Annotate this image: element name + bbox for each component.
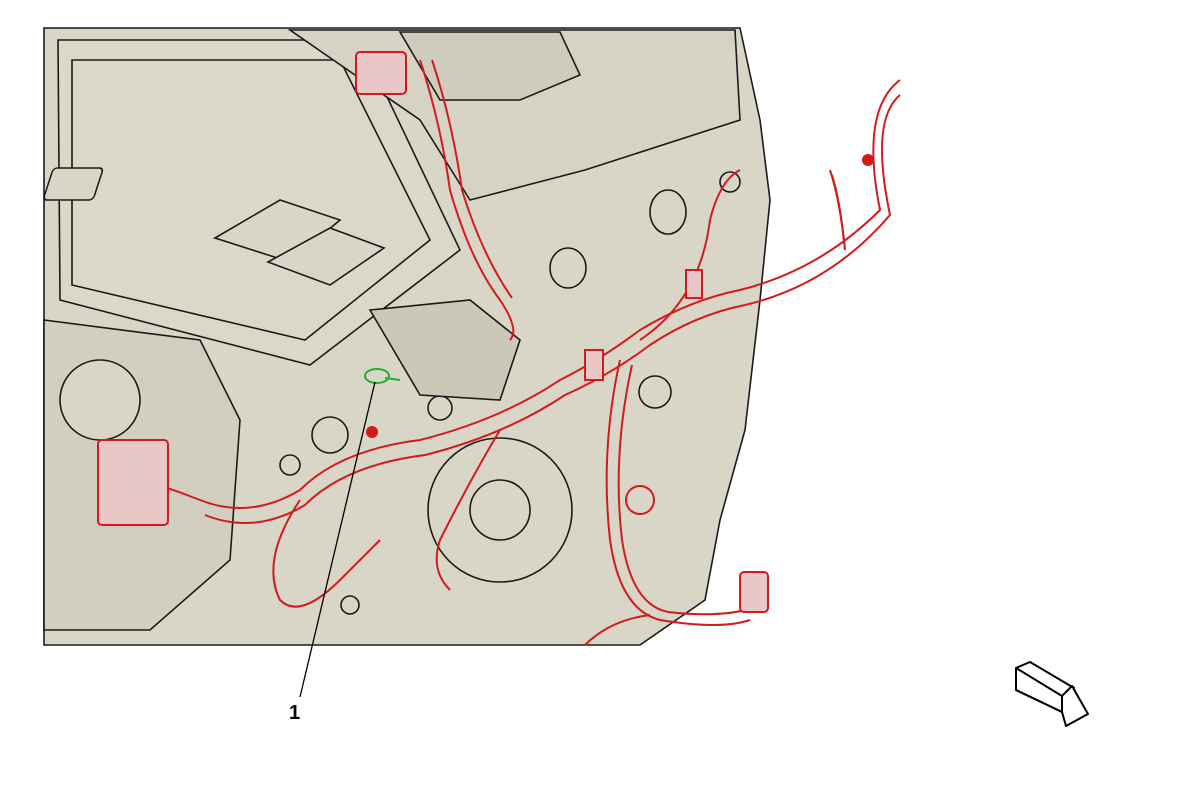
view-direction-arrow-icon	[1015, 661, 1089, 727]
coolant-port	[638, 375, 672, 409]
connector-left	[97, 439, 169, 526]
lower-left-loop	[272, 499, 381, 608]
lower-right-branch-edge	[617, 364, 753, 616]
grommet	[625, 485, 655, 515]
inverter-cover-edge	[71, 59, 432, 341]
fastener	[366, 426, 378, 438]
main-harness-trunk	[99, 79, 901, 509]
harness-clip	[685, 269, 703, 299]
harness-clip	[584, 349, 604, 381]
main-harness-trunk-edge	[204, 94, 901, 524]
coolant-port	[649, 189, 687, 235]
upper-grille	[398, 31, 582, 101]
wiring-harness	[97, 51, 901, 646]
engine-pulley	[59, 359, 141, 441]
bolt	[340, 595, 360, 615]
callout-leader-line	[299, 381, 376, 698]
ground-terminal	[364, 368, 401, 384]
bolt	[719, 171, 741, 193]
callout-label-1: 1	[289, 702, 301, 724]
harness-tail	[584, 614, 651, 646]
lower-right-branch	[605, 359, 751, 626]
coolant-port	[549, 247, 587, 289]
ground-lead-edge	[831, 174, 846, 251]
engine-assembly	[43, 27, 771, 646]
ground-ring-terminal	[364, 368, 390, 384]
lower-middle-branch	[435, 429, 501, 591]
compressor-hub	[469, 479, 531, 541]
connector-upper	[355, 51, 407, 95]
connector-right	[739, 571, 769, 613]
cover-label-1	[213, 199, 342, 263]
bolt	[427, 395, 453, 421]
bolt	[279, 454, 301, 476]
upper-harness-branch-edge	[431, 59, 513, 299]
cover-label-2	[266, 227, 386, 286]
upper-harness-branch	[419, 59, 515, 341]
ground-wire	[384, 377, 401, 381]
fastener	[862, 154, 874, 166]
right-harness-branch	[639, 169, 741, 341]
cover-pad	[43, 167, 104, 201]
coolant-port	[311, 416, 349, 454]
harness-bracket	[368, 299, 521, 401]
